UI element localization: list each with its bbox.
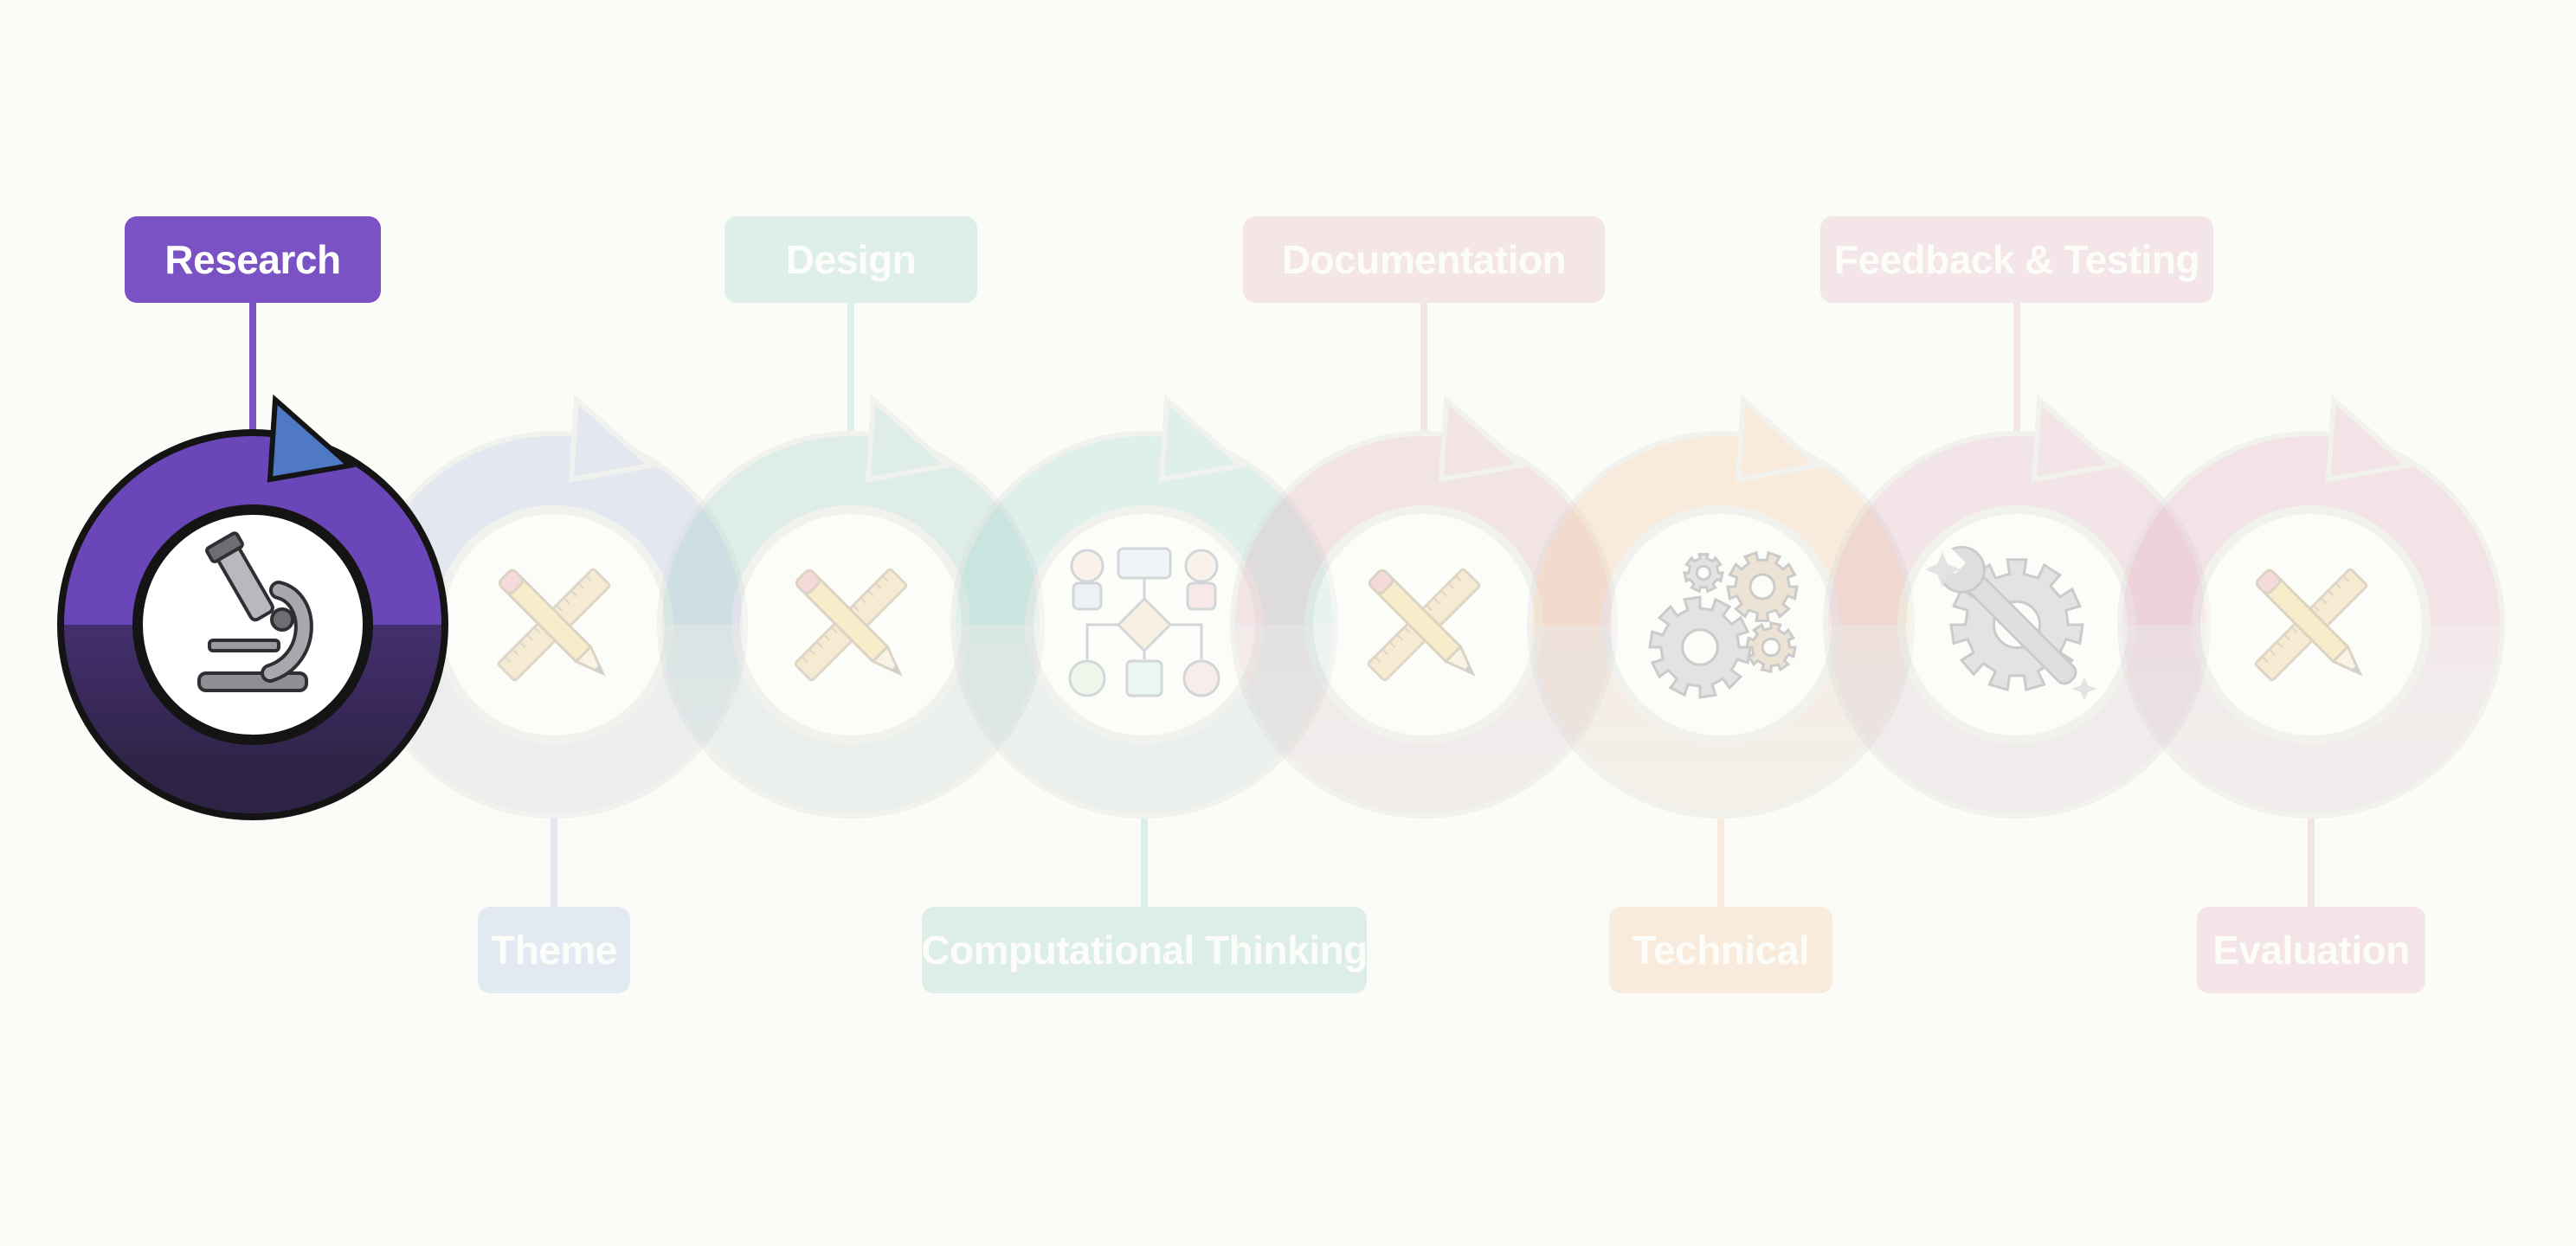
stage-label-feedback-testing[interactable]: Feedback & Testing xyxy=(1820,216,2213,303)
stage-label-technical[interactable]: Technical xyxy=(1609,907,1832,993)
stage-label-text: Evaluation xyxy=(2212,928,2410,973)
cycle-arrow-icon xyxy=(267,394,356,483)
stage-evaluation[interactable] xyxy=(2117,394,2505,907)
stage-label-documentation[interactable]: Documentation xyxy=(1243,216,1605,303)
stage-label-text: Documentation xyxy=(1281,237,1567,282)
microscope-icon xyxy=(197,531,313,692)
cycle-arrow-icon xyxy=(2325,394,2414,483)
stage-label-evaluation[interactable]: Evaluation xyxy=(2197,907,2425,993)
stage-ring xyxy=(64,436,441,813)
flowchart-people-icon xyxy=(1068,547,1220,697)
gear-wrench-icon xyxy=(1925,544,2096,701)
stage-label-text: Research xyxy=(164,237,341,282)
cycle-arrow-icon xyxy=(1158,394,1247,483)
ruler-pencil-icon xyxy=(2254,568,2368,682)
stage-ring xyxy=(2122,436,2500,813)
stage-inner-circle xyxy=(132,504,373,745)
stage-inner-circle xyxy=(2192,505,2431,744)
ruler-pencil-icon xyxy=(497,568,611,682)
stage-label-text: Theme xyxy=(491,928,617,973)
stage-label-text: Computational Thinking xyxy=(921,928,1368,973)
stage-label-text: Technical xyxy=(1632,928,1810,973)
stage-computational-thinking[interactable] xyxy=(950,394,1338,907)
stage-research[interactable] xyxy=(57,303,448,820)
stage-label-research[interactable]: Research xyxy=(125,216,381,303)
cycle-arrow-icon xyxy=(1438,394,1527,483)
ruler-pencil-icon xyxy=(794,568,908,682)
stage-label-text: Design xyxy=(785,237,917,282)
ruler-pencil-icon xyxy=(1367,568,1481,682)
stage-label-computational-thinking[interactable]: Computational Thinking xyxy=(921,907,1368,993)
stage-label-design[interactable]: Design xyxy=(724,216,977,303)
cycle-arrow-icon xyxy=(1735,394,1824,483)
gears-icon xyxy=(1648,550,1799,699)
cycle-arrow-icon xyxy=(2031,394,2120,483)
stage-documentation[interactable] xyxy=(1230,303,1618,819)
cycle-arrow-icon xyxy=(568,394,657,483)
stage-label-text: Feedback & Testing xyxy=(1833,237,2200,282)
stage-label-theme[interactable]: Theme xyxy=(478,907,630,993)
stage-design[interactable] xyxy=(657,303,1045,819)
cycle-arrow-icon xyxy=(865,394,954,483)
